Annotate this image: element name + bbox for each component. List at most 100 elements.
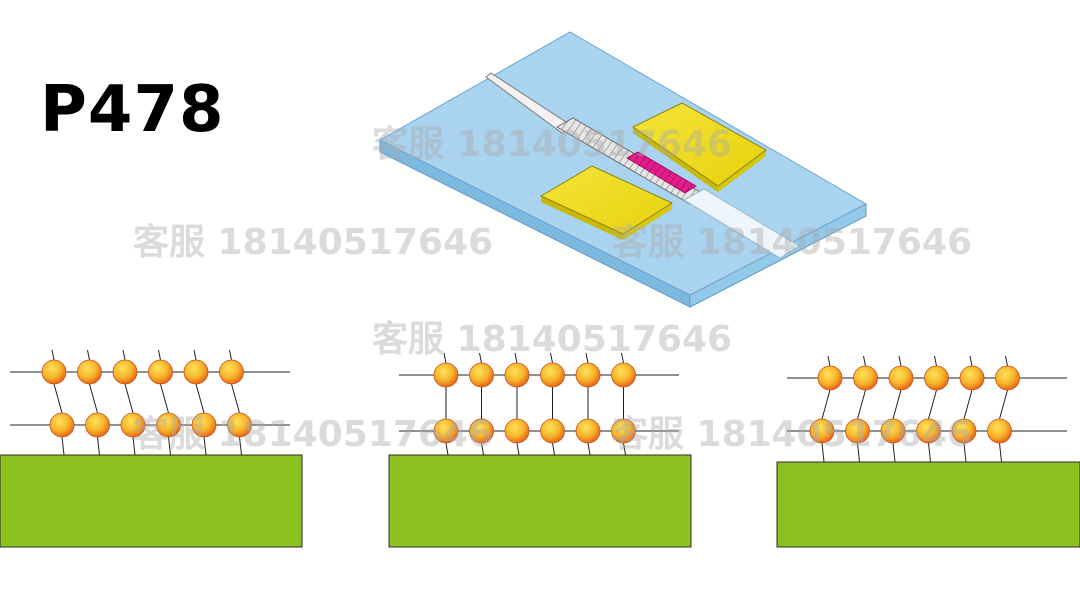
molecule-link — [963, 389, 973, 420]
bead-top — [504, 362, 530, 388]
bead-top — [924, 365, 949, 391]
molecule-link — [89, 383, 98, 414]
molecule-anchor — [928, 442, 931, 463]
bead-bottom — [611, 418, 636, 444]
molecule-link — [892, 389, 902, 420]
molecule-link — [999, 389, 1008, 420]
molecule-anchor — [999, 442, 1002, 463]
middle-panel — [388, 352, 692, 548]
gold-pad-upper-side-2 — [718, 150, 766, 192]
bead-bottom — [845, 418, 870, 444]
molecule-anchor — [132, 436, 136, 456]
molecule-anchor — [587, 442, 591, 456]
gold-pad-upper — [632, 102, 767, 187]
base-block — [776, 461, 1080, 548]
molecule-tail — [158, 349, 161, 361]
molecule-tail — [443, 352, 447, 364]
molecule-tail — [122, 349, 126, 361]
molecule-anchor — [168, 436, 171, 456]
molecule-anchor — [481, 442, 484, 456]
bead-top — [77, 359, 102, 385]
bead-bottom — [916, 418, 941, 444]
molecule-anchor — [61, 436, 65, 456]
bead-bottom — [987, 418, 1012, 444]
molecule-tail — [550, 352, 553, 364]
molecule-link — [928, 389, 937, 420]
molecule-anchor — [445, 442, 449, 456]
molecule-tail — [514, 352, 518, 364]
gold-pad-lower — [539, 165, 674, 235]
bead-bottom — [49, 412, 75, 438]
molecule-anchor — [623, 442, 626, 456]
output-channel — [682, 188, 800, 259]
gold-pad-lower-side-2 — [623, 203, 672, 240]
molecule-anchor — [516, 442, 520, 456]
molecule-tail — [87, 349, 90, 361]
bead-bottom — [575, 418, 601, 444]
active-region — [626, 151, 697, 194]
bead-top — [469, 362, 494, 388]
molecule-tail — [51, 349, 55, 361]
molecule-link — [160, 383, 169, 414]
base-block — [388, 454, 692, 548]
bead-bottom — [85, 412, 110, 438]
bead-bottom — [951, 418, 977, 444]
bead-bottom — [433, 418, 459, 444]
bead-top — [433, 362, 459, 388]
molecule-tail — [621, 352, 624, 364]
bead-bottom — [540, 418, 565, 444]
bead-bottom — [191, 412, 217, 438]
molecule-anchor — [203, 436, 207, 456]
molecule-tail — [934, 355, 937, 367]
bead-bottom — [120, 412, 146, 438]
gold-pad-upper-side — [633, 127, 718, 192]
bead-top — [183, 359, 209, 385]
molecule-tail — [863, 355, 866, 367]
molecule-anchor — [239, 436, 242, 456]
bead-top — [888, 365, 914, 391]
bead-top — [959, 365, 985, 391]
molecule-tail — [193, 349, 197, 361]
bead-top — [112, 359, 138, 385]
bead-bottom — [156, 412, 181, 438]
bead-top — [41, 359, 67, 385]
bead-top — [540, 362, 565, 388]
molecule-tail — [898, 355, 902, 367]
bead-top — [148, 359, 173, 385]
base-block — [0, 454, 303, 548]
right-panel — [776, 355, 1080, 548]
bead-top — [853, 365, 878, 391]
sensor-chip — [378, 31, 868, 308]
bead-bottom — [469, 418, 494, 444]
bead-bottom — [880, 418, 906, 444]
molecule-link — [821, 389, 831, 420]
gold-pad-lower-side — [541, 196, 623, 240]
molecule-anchor — [892, 442, 896, 463]
page-label: P478 — [40, 73, 225, 147]
molecule-tail — [479, 352, 482, 364]
molecule-anchor — [97, 436, 100, 456]
bead-bottom — [227, 412, 252, 438]
bead-bottom — [504, 418, 530, 444]
molecule-tail — [827, 355, 831, 367]
molecule-link — [124, 383, 134, 414]
bead-top — [995, 365, 1020, 391]
molecule-link — [231, 383, 240, 414]
molecule-tail — [585, 352, 589, 364]
molecule-link — [53, 383, 63, 414]
molecule-tail — [969, 355, 973, 367]
left-panel — [0, 349, 303, 548]
molecule-anchor — [963, 442, 967, 463]
bead-bottom — [809, 418, 835, 444]
bead-top — [219, 359, 244, 385]
molecule-anchor — [821, 442, 825, 463]
molecule-anchor — [857, 442, 860, 463]
molecule-tail — [1005, 355, 1008, 367]
molecule-anchor — [552, 442, 555, 456]
molecule-link — [857, 389, 866, 420]
molecule-tail — [229, 349, 232, 361]
bead-top — [575, 362, 601, 388]
bead-top — [817, 365, 843, 391]
